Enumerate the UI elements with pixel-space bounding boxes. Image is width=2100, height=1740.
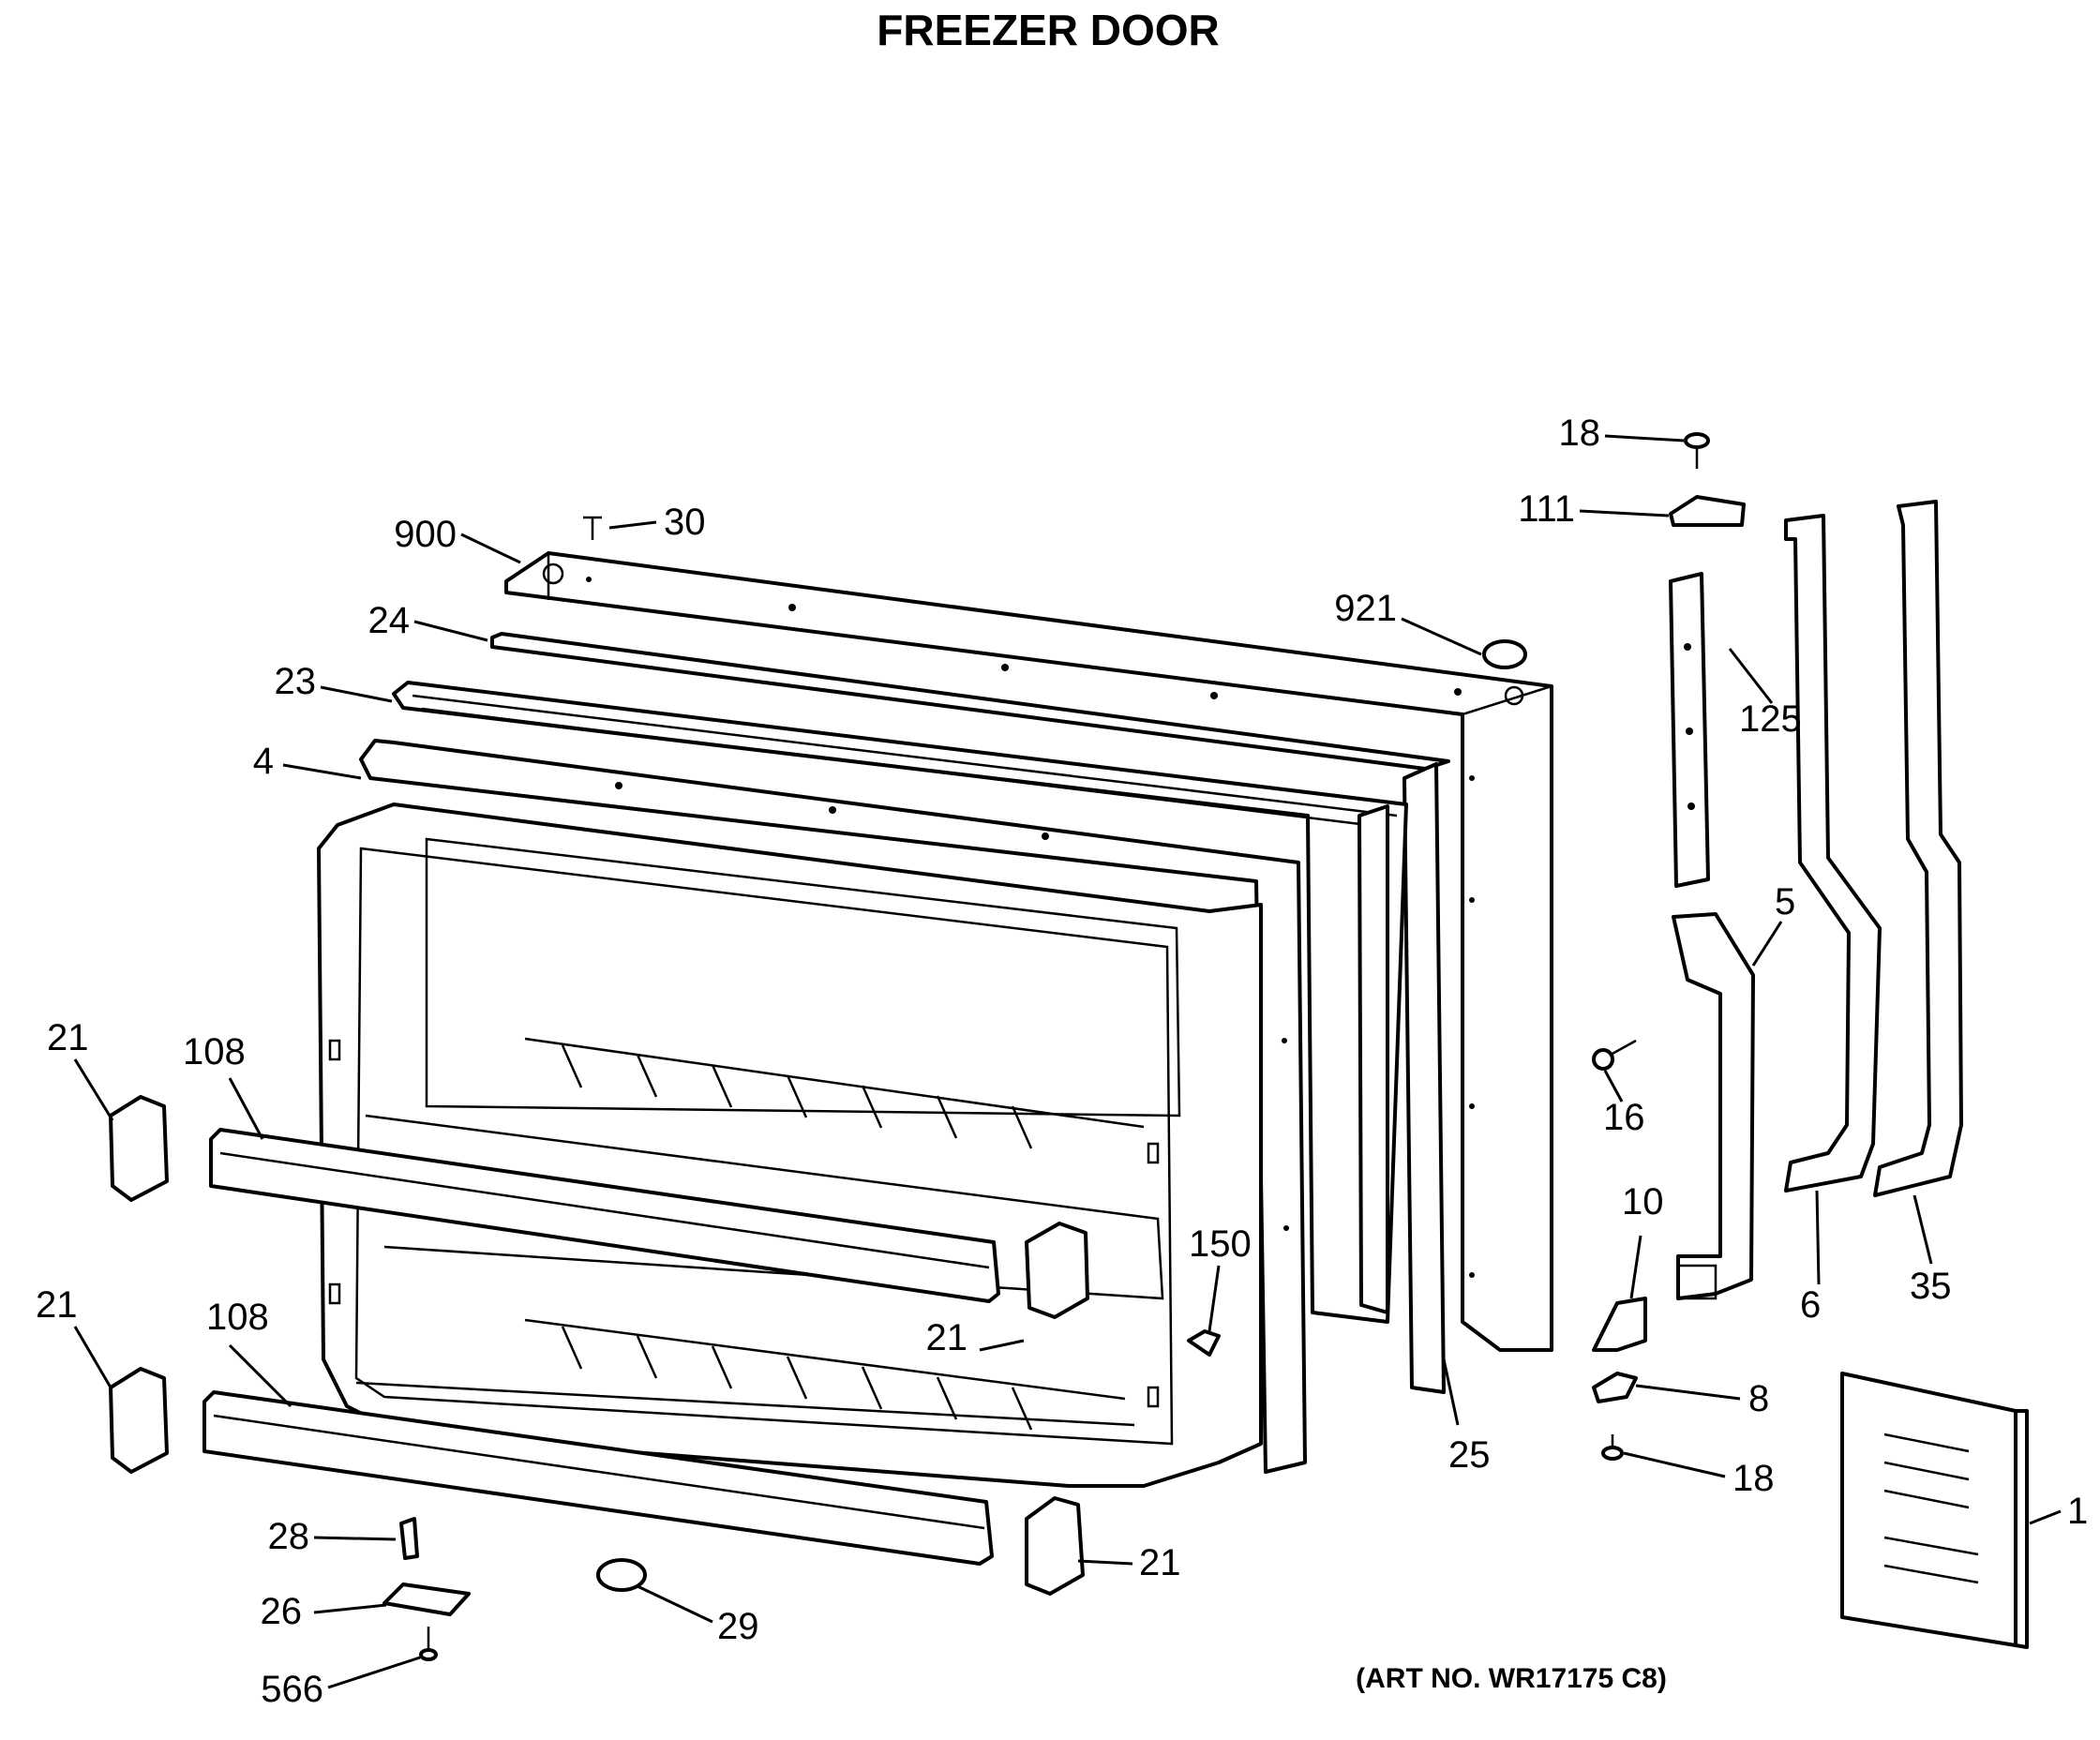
art-number: (ART NO. WR17175 C8) (1356, 1663, 1667, 1694)
screw-18-bottom (1601, 1434, 1624, 1461)
plug-921 (1482, 639, 1527, 669)
callout-26: 26 (261, 1591, 303, 1632)
callout-921: 921 (1334, 588, 1397, 629)
hinge-pin-bracket (1592, 1297, 1647, 1352)
callout-125: 125 (1739, 698, 1802, 740)
end-cap-upper-right (1025, 1222, 1089, 1319)
bumper-29 (596, 1558, 647, 1592)
door-frame (359, 739, 1307, 1474)
door-liner-frame (392, 681, 1408, 1324)
diagram-title: FREEZER DOOR (877, 6, 1219, 54)
shelf-bar-lower (202, 1390, 994, 1566)
callout-8: 8 (1748, 1378, 1769, 1419)
outer-door-panel (504, 551, 1553, 1352)
leader-lines (73, 434, 2062, 1689)
callout-21-lower-right: 21 (1139, 1542, 1181, 1583)
inner-door-liner (317, 802, 1263, 1488)
callout-labels: 18 111 900 30 921 24 125 23 4 5 16 21 10… (36, 412, 2088, 1710)
owner-manual (1840, 1372, 2029, 1649)
callout-108-upper: 108 (183, 1031, 246, 1072)
handle-mount (1672, 912, 1755, 1300)
callout-6: 6 (1800, 1284, 1821, 1326)
callout-28: 28 (268, 1516, 310, 1557)
hinge-plate (1592, 1372, 1638, 1403)
callout-29: 29 (717, 1606, 759, 1647)
end-cap-lower-left (109, 1367, 169, 1474)
callout-4: 4 (253, 741, 274, 782)
callout-5: 5 (1775, 881, 1795, 922)
screw-566 (419, 1627, 438, 1661)
callout-10: 10 (1622, 1181, 1664, 1222)
callout-35: 35 (1910, 1266, 1952, 1307)
screw-18-top (1684, 432, 1710, 469)
callout-21-upper-right: 21 (926, 1317, 968, 1358)
callout-150: 150 (1189, 1223, 1252, 1265)
callout-900: 900 (394, 514, 457, 555)
callout-16: 16 (1603, 1097, 1645, 1138)
screw-16 (1592, 1039, 1637, 1071)
callout-24: 24 (368, 600, 411, 641)
screw-150 (1187, 1329, 1221, 1357)
callout-23: 23 (275, 661, 317, 702)
end-cap-lower-right (1025, 1496, 1085, 1596)
handle-trim (1873, 500, 1963, 1197)
callout-111: 111 (1518, 488, 1575, 530)
callout-108-lower: 108 (206, 1297, 269, 1338)
callout-18-bottom: 18 (1732, 1458, 1775, 1499)
callout-18-top: 18 (1559, 412, 1601, 454)
plate-26 (382, 1582, 471, 1616)
callout-30: 30 (664, 502, 706, 543)
screw-30 (583, 516, 602, 540)
hinge-bracket (1669, 495, 1746, 527)
callout-1: 1 (2067, 1491, 2088, 1532)
door-stop-28 (399, 1517, 419, 1560)
shelf-bar-upper (209, 1128, 1000, 1303)
side-gasket (1402, 762, 1446, 1394)
callout-25: 25 (1448, 1434, 1491, 1476)
callout-21-upper-left: 21 (47, 1017, 89, 1058)
callout-566: 566 (261, 1669, 323, 1710)
handle-bar (1784, 514, 1882, 1192)
hinge-strip (1669, 572, 1710, 888)
end-cap-upper-left (109, 1095, 169, 1202)
callout-21-lower-left: 21 (36, 1284, 78, 1326)
